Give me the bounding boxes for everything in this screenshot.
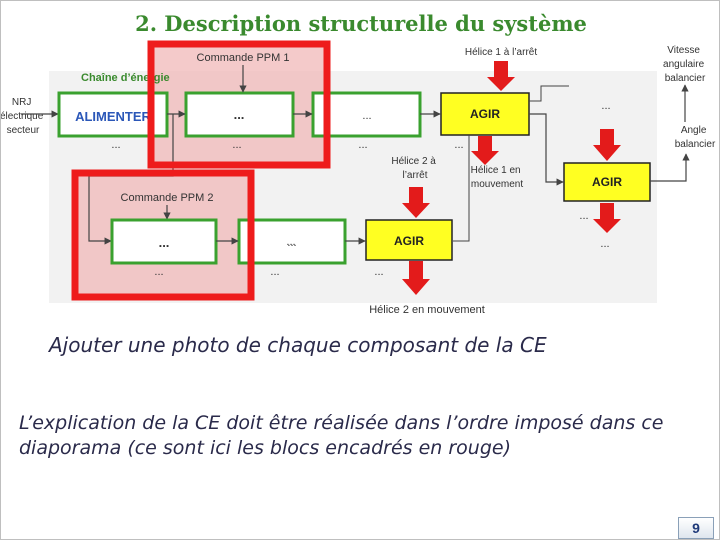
highlight-border-2: [71, 169, 255, 301]
helice1-moving-label: Hélice 1 en mouvement: [471, 165, 524, 190]
block-2-label: ...: [362, 110, 371, 122]
chain-label: Chaîne d’énergie: [81, 72, 170, 84]
command-ppm2-label: Commande PPM 2: [121, 192, 214, 204]
svg-text:...: ...: [374, 266, 383, 278]
energy-chain-diagram: Chaîne d’énergie NRJ électrique secteur …: [1, 40, 716, 316]
command-ppm1-label: Commande PPM 1: [197, 52, 290, 64]
agir2-input-arrow: [593, 129, 621, 161]
agir-2-label: AGIR: [592, 175, 622, 189]
placeholder-dots: ... ... ... ... ... ... ... ... ... ... …: [111, 100, 610, 278]
agir-block-3[interactable]: [365, 219, 453, 261]
svg-text:...: ...: [111, 139, 120, 151]
svg-text:...: ...: [454, 139, 463, 151]
input-energy-label: NRJ électrique secteur: [1, 97, 46, 136]
helice1-stopped-arrow: [487, 61, 515, 91]
helice2-moving-arrow: [402, 261, 430, 295]
block-1[interactable]: [184, 91, 295, 138]
agir2-output-arrow: [593, 203, 621, 233]
explanation-paragraph: L’explication de la CE doit être réalisé…: [19, 412, 664, 460]
highlight-border-1: [147, 40, 331, 169]
helice2-stopped-arrow: [402, 187, 430, 218]
helice1-stopped-label: Hélice 1 à l’arrêt: [465, 47, 537, 58]
slide-title: 2. Description structurelle du système: [135, 11, 587, 36]
svg-text:...: ...: [601, 100, 610, 112]
svg-text:...: ...: [358, 139, 367, 151]
agir-3-label: AGIR: [394, 234, 424, 248]
block-4-label: ...: [287, 237, 296, 249]
agir-1-label: AGIR: [470, 107, 500, 121]
helice2-stopped-label: Hélice 2 à l’arrêt: [391, 156, 438, 181]
svg-text:...: ...: [154, 266, 163, 278]
agir-block-2[interactable]: [563, 162, 651, 202]
block-3-label: ...: [159, 235, 170, 250]
block-4[interactable]: [237, 218, 347, 265]
helice2-moving-label: Hélice 2 en mouvement: [369, 304, 485, 316]
svg-text:...: ...: [232, 139, 241, 151]
svg-text:...: ...: [600, 238, 609, 250]
svg-text:...: ...: [270, 266, 279, 278]
helice1-moving-arrow: [471, 136, 499, 165]
block-1-label: ...: [234, 107, 245, 122]
photo-caption: Ajouter une photo de chaque composant de…: [49, 333, 547, 357]
angle-label: Angle balancier: [675, 125, 716, 150]
block-3[interactable]: [110, 218, 218, 265]
svg-text:...: ...: [579, 210, 588, 222]
alimenter-label: ALIMENTER: [75, 109, 151, 124]
page-number-badge: 9: [678, 517, 714, 539]
svg-text:...: ...: [286, 236, 295, 248]
angular-speed-label: Vitesse angulaire balancier: [663, 45, 707, 84]
